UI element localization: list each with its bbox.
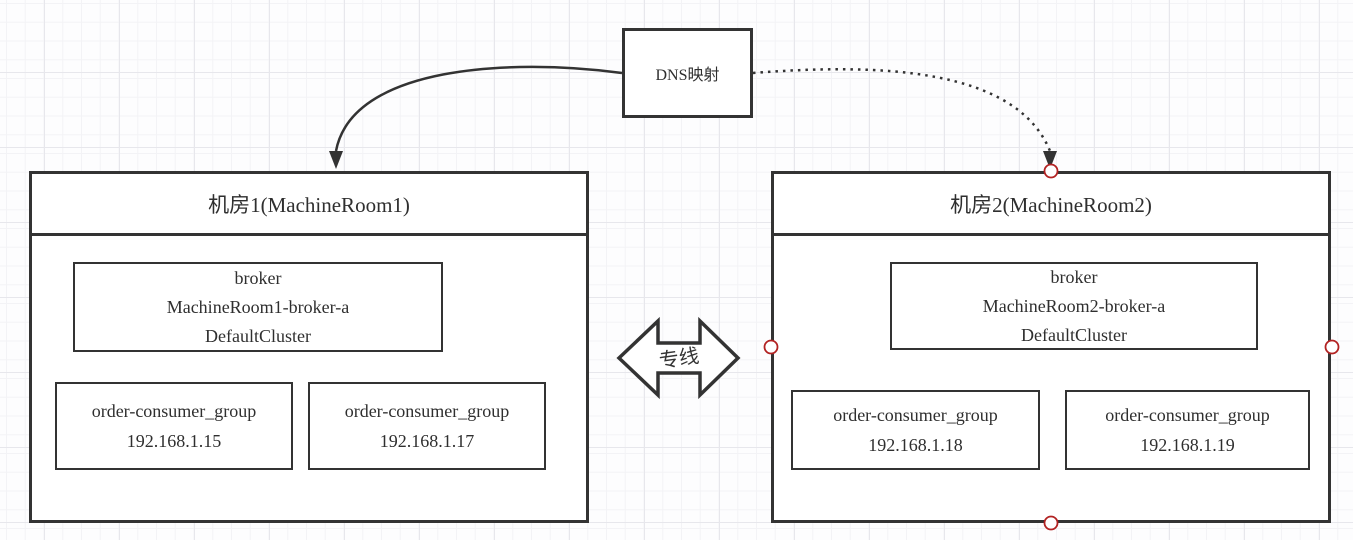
machine-room-2-node[interactable]: 机房2(MachineRoom2) broker MachineRoom2-br… bbox=[771, 171, 1331, 523]
dedicated-line-double-arrow[interactable] bbox=[616, 316, 741, 400]
broker-cluster-label: DefaultCluster bbox=[205, 325, 311, 346]
machine-room-1-node[interactable]: 机房1(MachineRoom1) broker MachineRoom1-br… bbox=[29, 171, 589, 523]
machine-room-2-consumer-2-node[interactable]: order-consumer_group 192.168.1.19 bbox=[1065, 390, 1310, 470]
consumer-ip-label: 192.168.1.18 bbox=[868, 435, 963, 455]
dns-to-room2-connector[interactable] bbox=[752, 68, 1052, 152]
machine-room-1-broker-node[interactable]: broker MachineRoom1-broker-a DefaultClus… bbox=[73, 262, 443, 352]
dns-mapping-label: DNS映射 bbox=[655, 67, 720, 84]
consumer-group-label: order-consumer_group bbox=[1105, 405, 1270, 425]
dns-to-room1-arrowhead-icon bbox=[329, 151, 343, 169]
dns-to-room2-arrowhead-icon bbox=[1043, 151, 1057, 169]
broker-name-label: MachineRoom1-broker-a bbox=[166, 296, 350, 317]
broker-name-label: MachineRoom2-broker-a bbox=[982, 295, 1166, 316]
consumer-group-label: order-consumer_group bbox=[833, 405, 998, 425]
consumer-group-label: order-consumer_group bbox=[344, 401, 510, 421]
dedicated-line-label: 专线 bbox=[658, 344, 701, 372]
machine-room-2-broker-node[interactable]: broker MachineRoom2-broker-a DefaultClus… bbox=[890, 262, 1258, 350]
machine-room-1-consumer-2-node[interactable]: order-consumer_group 192.168.1.17 bbox=[308, 382, 546, 470]
machine-room-2-consumer-1-node[interactable]: order-consumer_group 192.168.1.18 bbox=[791, 390, 1040, 470]
machine-room-1-title: 机房1(MachineRoom1) bbox=[32, 174, 586, 236]
broker-type-label: broker bbox=[1050, 266, 1098, 287]
machine-room-2-title: 机房2(MachineRoom2) bbox=[774, 174, 1328, 236]
consumer-group-label: order-consumer_group bbox=[91, 401, 257, 421]
broker-cluster-label: DefaultCluster bbox=[1021, 324, 1127, 345]
consumer-ip-label: 192.168.1.15 bbox=[126, 431, 222, 451]
broker-type-label: broker bbox=[234, 267, 282, 288]
consumer-ip-label: 192.168.1.19 bbox=[1140, 435, 1235, 455]
dns-to-room1-connector[interactable] bbox=[334, 65, 623, 152]
machine-room-1-consumer-1-node[interactable]: order-consumer_group 192.168.1.15 bbox=[55, 382, 293, 470]
consumer-ip-label: 192.168.1.17 bbox=[379, 431, 475, 451]
dns-mapping-node[interactable]: DNS映射 bbox=[622, 28, 753, 118]
